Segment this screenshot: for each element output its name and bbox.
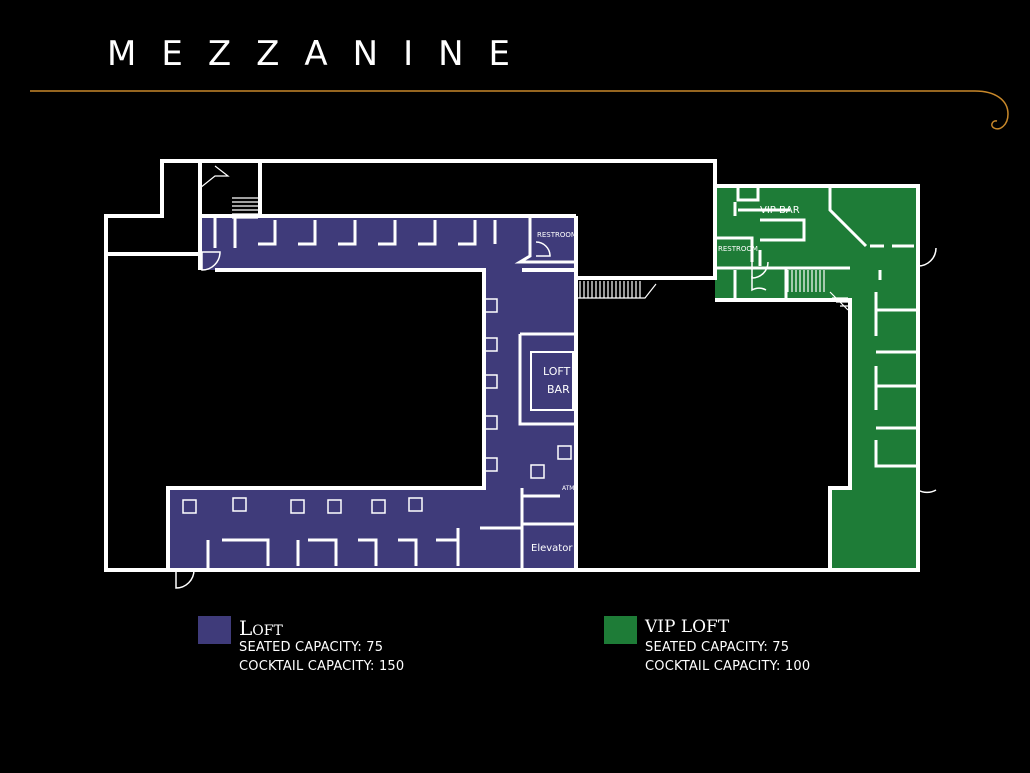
loft-bottom-partitions	[206, 488, 576, 570]
vip-partitions	[715, 186, 916, 468]
loft-bar-label-line1: LOFT	[543, 365, 571, 378]
loft-tables	[182, 298, 572, 514]
vip-restroom-label: RESTROOM	[718, 245, 758, 253]
atm-label: ATM	[562, 485, 574, 492]
loft-bar	[518, 332, 576, 426]
vip-loft-legend-swatch	[604, 616, 637, 644]
doors	[175, 241, 937, 589]
vip-loft-cocktail-capacity: COCKTAIL CAPACITY: 100	[645, 659, 811, 674]
page-title: MEZZANINE	[107, 34, 536, 74]
elevator-label: Elevator	[531, 543, 573, 554]
loft-legend-swatch	[198, 616, 231, 644]
loft-legend-name: LOFT	[239, 616, 283, 640]
vip-bar-label: VIP BAR	[760, 205, 800, 216]
loft-legend-name-rest: OFT	[252, 623, 283, 639]
vip-loft-area	[715, 186, 918, 571]
loft-restroom-label: RESTROOM	[537, 231, 577, 239]
vip-loft-legend-name: VIP LOFT	[645, 617, 730, 637]
gold-divider-line	[30, 90, 1009, 130]
loft-legend-name-initial: L	[239, 616, 253, 640]
loft-seated-capacity: SEATED CAPACITY: 75	[239, 640, 384, 655]
loft-booth-partitions	[213, 218, 576, 264]
room-labels: RESTROOM LOFT BAR ATM Elevator VIP BAR R…	[531, 205, 800, 554]
stairs	[199, 165, 849, 311]
vip-loft-seated-capacity: SEATED CAPACITY: 75	[645, 640, 790, 655]
loft-cocktail-capacity: COCKTAIL CAPACITY: 150	[239, 659, 405, 674]
loft-bar-label-line2: BAR	[547, 383, 570, 396]
walls	[104, 159, 920, 572]
